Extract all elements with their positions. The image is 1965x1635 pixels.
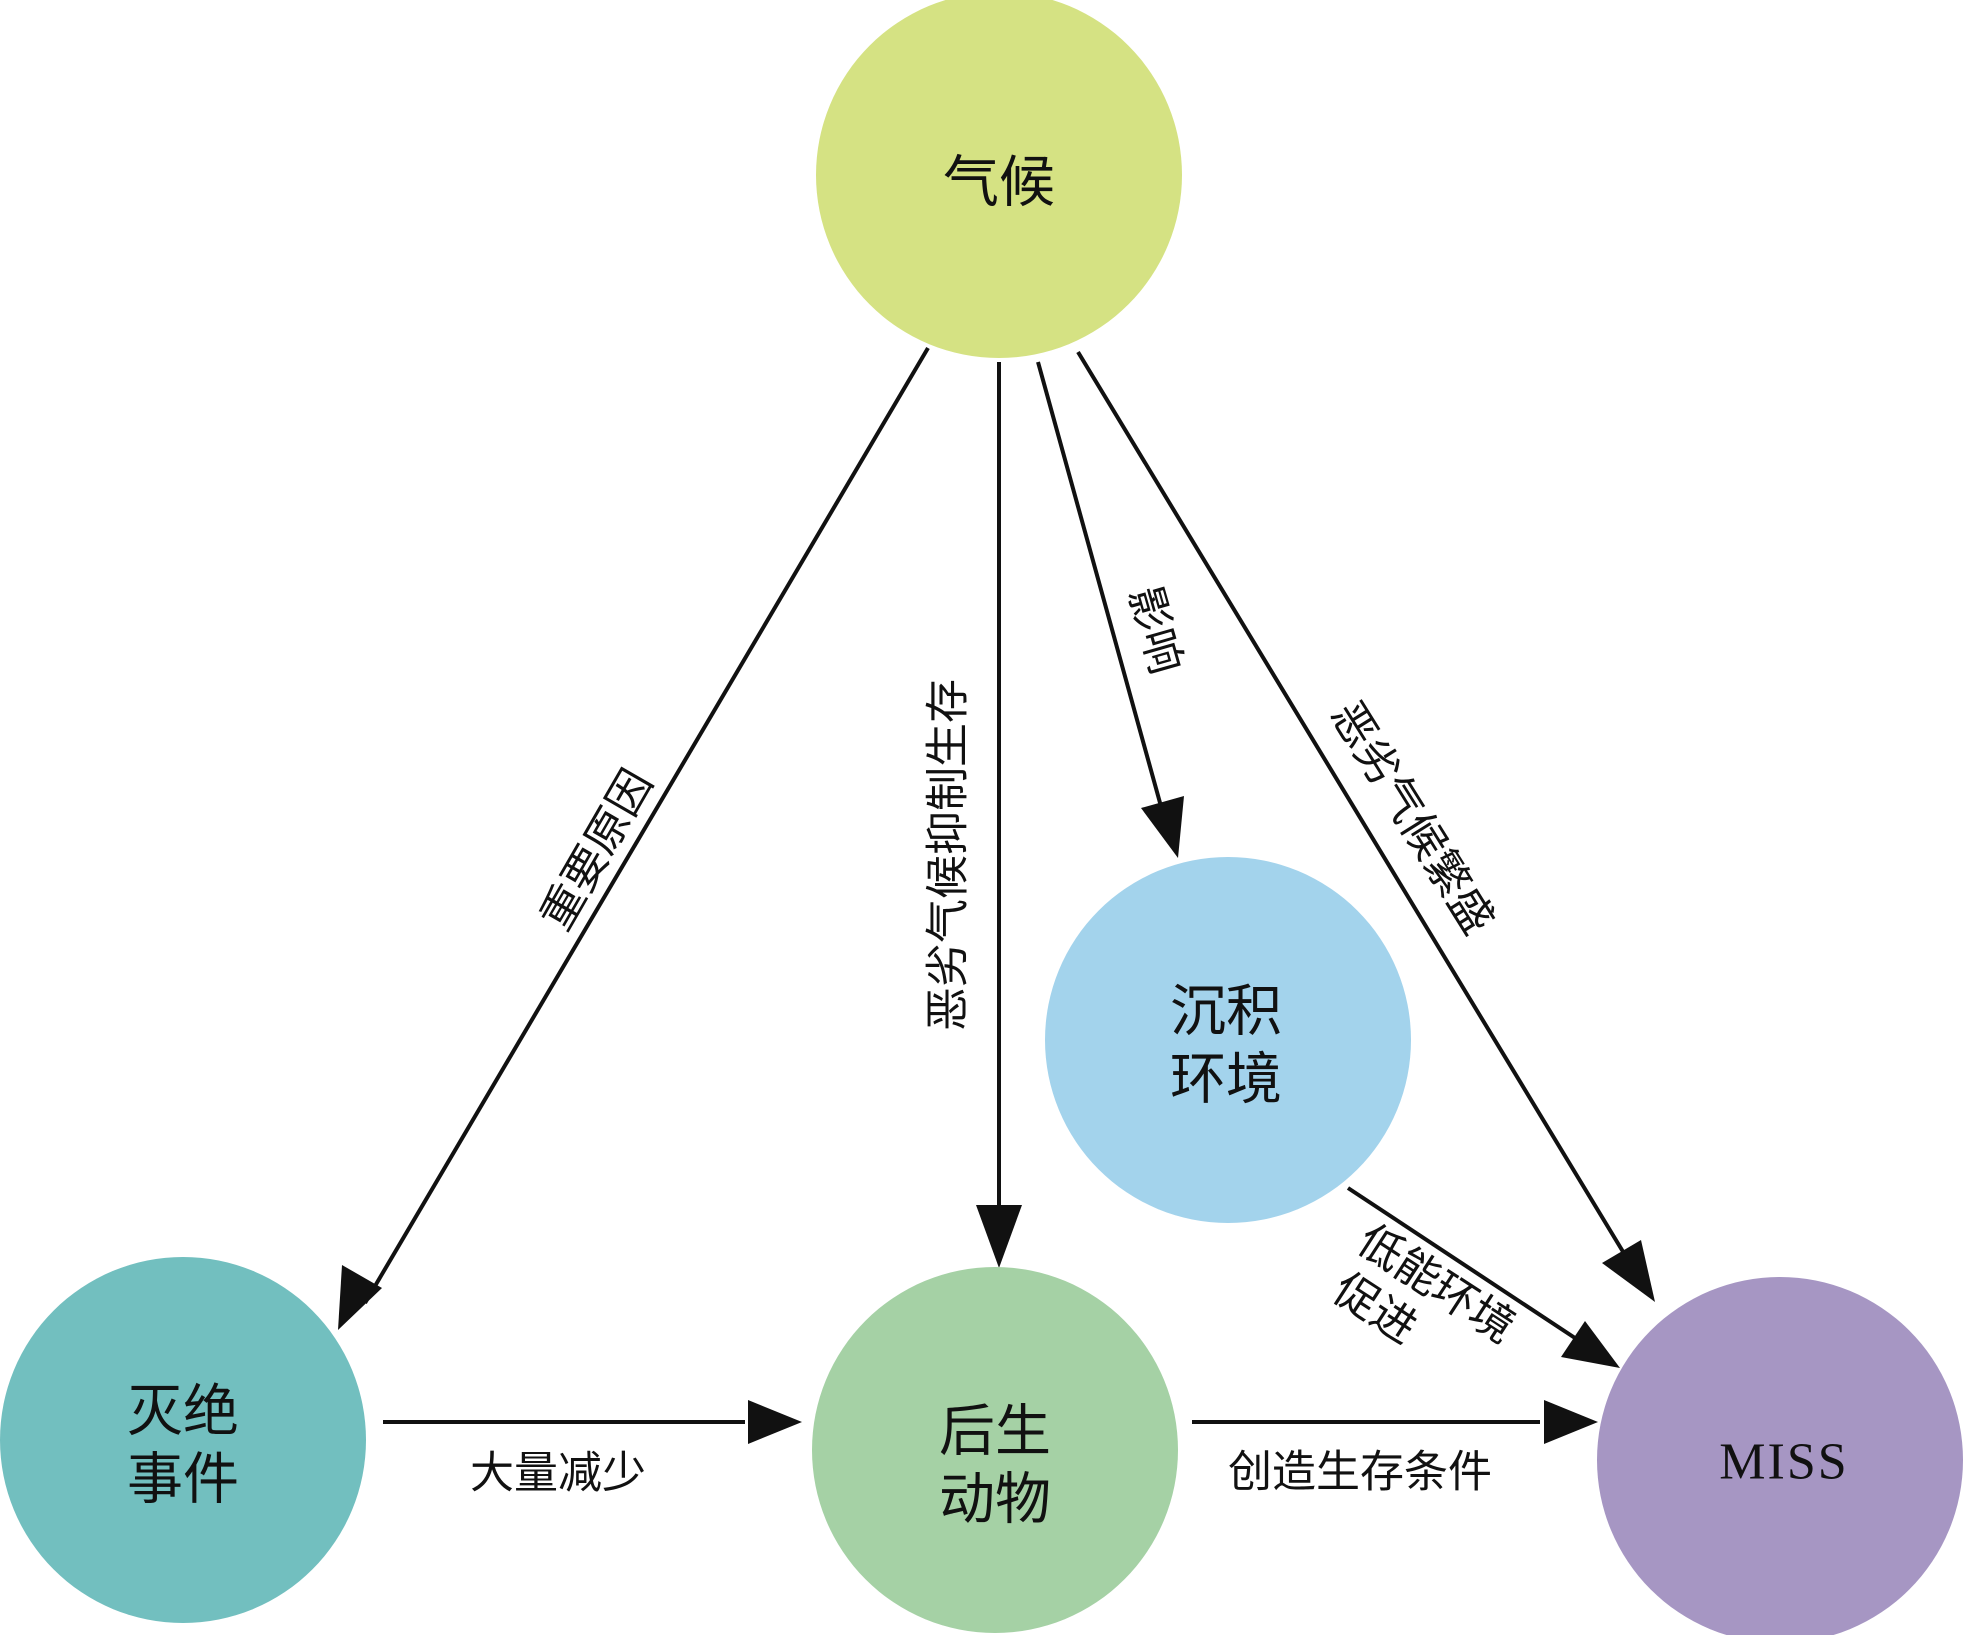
edge-label-create-conditions: 创造生存条件: [1228, 1447, 1492, 1498]
arrowhead-icon: [976, 1205, 1022, 1268]
edge-climate-to-sediment: [1036, 361, 1184, 858]
edge-extinction-to-metazoa: [383, 1400, 802, 1444]
edge-climate-to-extinction: [338, 346, 930, 1330]
node-climate: 气候: [816, 0, 1182, 358]
node-climate-label: 气候: [943, 151, 1055, 216]
arrowhead-icon: [338, 1265, 382, 1330]
node-sediment-circle: [1045, 857, 1411, 1223]
node-metazoa-circle: [812, 1267, 1178, 1633]
arrowhead-icon: [1544, 1400, 1598, 1444]
node-extinction: 灭绝 事件: [0, 1257, 366, 1623]
node-extinction-label-line-1: 灭绝: [127, 1380, 239, 1445]
node-extinction-label-line-2: 事件: [127, 1448, 239, 1513]
arrowhead-icon: [748, 1400, 802, 1444]
edge-climate-to-miss: [1076, 350, 1655, 1302]
node-sediment-label-line-2: 环境: [1170, 1048, 1282, 1113]
edge-label-influence: 影响: [1118, 581, 1191, 680]
node-sediment: 沉积 环境: [1045, 857, 1411, 1223]
edge-metazoa-to-miss: [1192, 1400, 1598, 1444]
node-miss-circle: [1597, 1277, 1963, 1635]
edge-label-mass-decrease: 大量减少: [470, 1448, 646, 1499]
node-miss: MISS: [1597, 1277, 1963, 1635]
edge-label-harsh-climate-inhibits: 恶劣气候抑制生存: [923, 679, 974, 1031]
node-metazoa-label-line-2: 动物: [939, 1468, 1051, 1533]
node-sediment-label-line-1: 沉积: [1170, 980, 1282, 1045]
node-climate-circle: [816, 0, 1182, 358]
edge-climate-to-metazoa: [976, 362, 1022, 1268]
edge-sediment-to-miss: [1346, 1186, 1620, 1368]
edge-label-low-energy-promote: 低能环境 促进: [1324, 1215, 1524, 1354]
node-metazoa: 后生 动物: [812, 1267, 1178, 1633]
node-miss-label: MISS: [1719, 1434, 1848, 1491]
arrowhead-icon: [1602, 1240, 1655, 1302]
arrowhead-icon: [1561, 1321, 1620, 1368]
node-metazoa-label-line-1: 后生: [939, 1400, 1051, 1465]
arrowhead-icon: [1141, 796, 1184, 858]
node-extinction-circle: [0, 1257, 366, 1623]
